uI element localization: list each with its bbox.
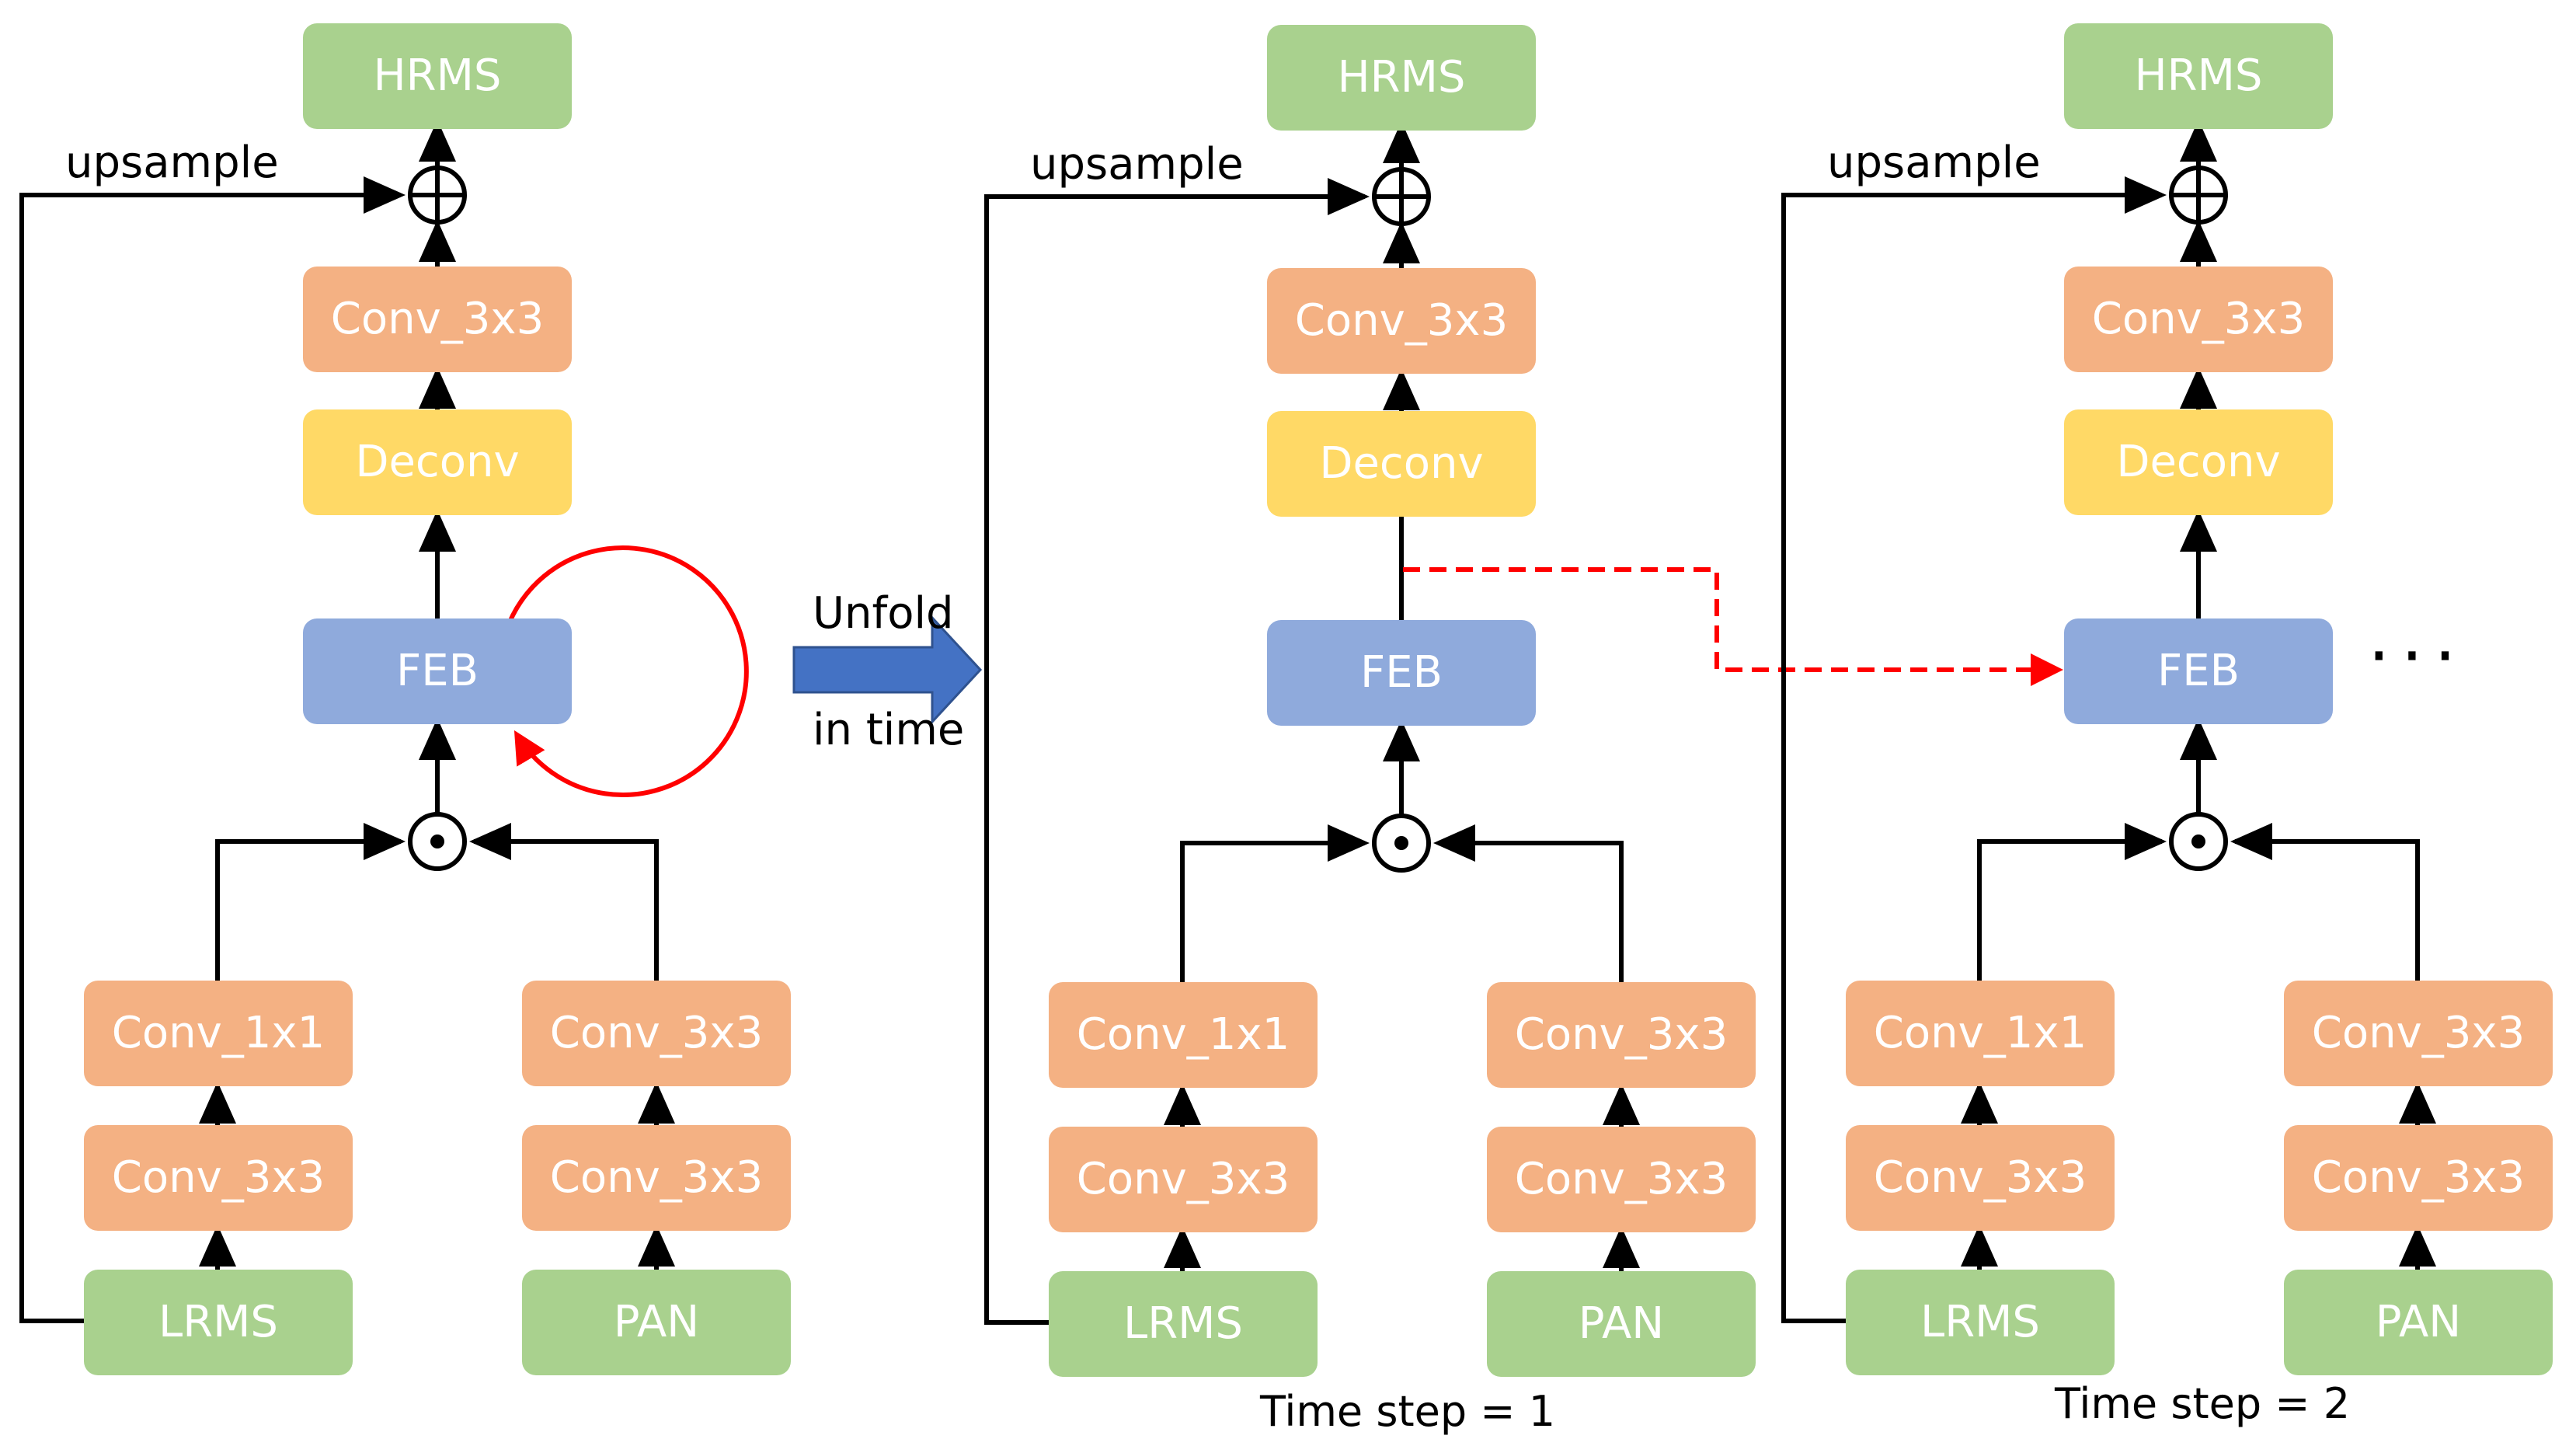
conv3x3-block: Conv_3x3 <box>2064 267 2333 372</box>
conv3x3-block: Conv_3x3 <box>2284 1125 2553 1231</box>
conv3x3-block: Conv_3x3 <box>1049 1127 1318 1232</box>
conv3x3-block: Conv_3x3 <box>303 267 572 372</box>
panel-2-lines <box>984 121 1640 1325</box>
panel-3-lines <box>1781 120 2436 1323</box>
pan-block: PAN <box>1487 1271 1756 1377</box>
upsample-label: upsample <box>65 138 279 188</box>
conv3x3-block: Conv_3x3 <box>522 981 791 1086</box>
conv3x3-block: Conv_3x3 <box>522 1125 791 1231</box>
unfold-label: Unfold <box>813 588 954 639</box>
conv3x3-block: Conv_3x3 <box>2284 981 2553 1086</box>
hrms-block: HRMS <box>2064 23 2333 129</box>
conv3x3-block: Conv_3x3 <box>1487 1127 1756 1232</box>
feb-block: FEB <box>303 618 572 724</box>
feb-block: FEB <box>2064 618 2333 724</box>
feb-block: FEB <box>1267 620 1536 726</box>
deconv-block: Deconv <box>303 409 572 515</box>
panel-1-lines <box>19 120 675 1323</box>
recurrence-loop <box>506 545 749 798</box>
pan-block: PAN <box>522 1270 791 1375</box>
deconv-block: Deconv <box>2064 409 2333 515</box>
unfold-arrow-icon <box>792 615 983 725</box>
hrms-block: HRMS <box>303 23 572 129</box>
pan-block: PAN <box>2284 1270 2553 1375</box>
deconv-block: Deconv <box>1267 411 1536 517</box>
hrms-block: HRMS <box>1267 25 1536 131</box>
lrms-block: LRMS <box>84 1270 353 1375</box>
conv3x3-block: Conv_3x3 <box>1846 1125 2115 1231</box>
conv1x1-block: Conv_1x1 <box>84 981 353 1086</box>
upsample-label: upsample <box>1827 138 2041 188</box>
conv3x3-block: Conv_3x3 <box>1267 268 1536 374</box>
conv1x1-block: Conv_1x1 <box>1846 981 2115 1086</box>
hidden-state-transfer-arrow <box>1403 567 2063 686</box>
conv1x1-block: Conv_1x1 <box>1049 982 1318 1088</box>
time-step-1-label: Time step = 1 <box>1260 1387 1556 1436</box>
lrms-block: LRMS <box>1846 1270 2115 1375</box>
in-time-label: in time <box>813 705 965 755</box>
time-step-2-label: Time step = 2 <box>2055 1379 2351 1428</box>
conv3x3-block: Conv_3x3 <box>84 1125 353 1231</box>
ellipsis-icon: ··· <box>2368 615 2467 697</box>
upsample-label: upsample <box>1030 139 1244 190</box>
lrms-block: LRMS <box>1049 1271 1318 1377</box>
conv3x3-block: Conv_3x3 <box>1487 982 1756 1088</box>
